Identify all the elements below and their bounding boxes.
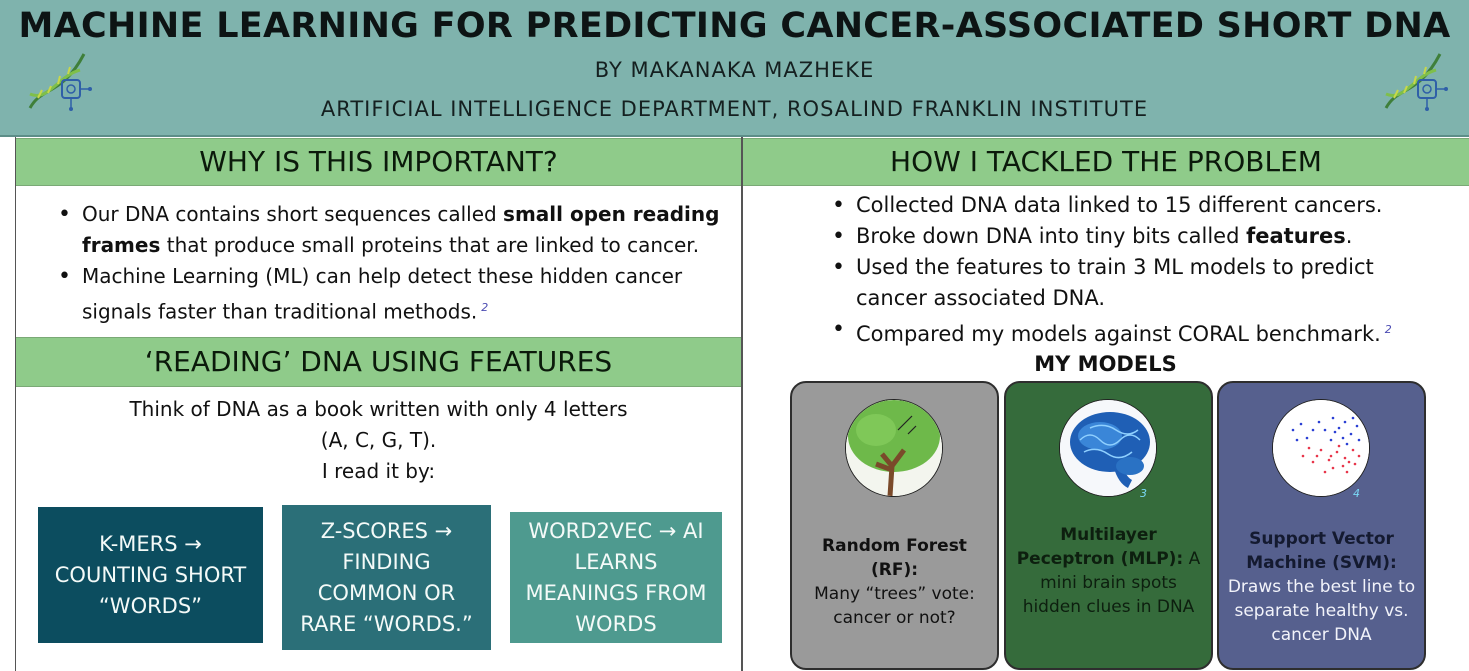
why-bullet-list: Our DNA contains short sequences called … [56,199,736,328]
svm-desc: Draws the best line to separate healthy … [1227,577,1416,645]
left-panel-border [15,137,16,671]
svm-image [1272,399,1370,497]
poster-author: BY MAKANAKA MAZHEKE [594,58,875,82]
tackled-bullet-2-bold: features [1246,224,1346,248]
why-bullet-1: Our DNA contains short sequences called … [56,199,736,261]
tackled-bullet-list: Collected DNA data linked to 15 differen… [830,190,1430,350]
tree-icon [846,400,942,496]
why-bullet-2: Machine Learning (ML) can help detect th… [56,261,736,328]
mlp-card: 3 Multilayer Peceptron (MLP): A mini bra… [1004,381,1213,670]
dna-logo-icon [1384,53,1448,111]
rf-card: Random Forest (RF): Many “trees” vote: c… [790,381,999,670]
why-bullet-2-text: Machine Learning (ML) can help detect th… [82,264,683,324]
mlp-desc: A mini brain spots hidden clues in DNA [1022,549,1201,617]
tackled-bullet-3: Used the features to train 3 ML models t… [830,252,1430,314]
tackled-bullet-4-text: Compared my models against CORAL benchma… [856,322,1381,346]
word2vec-text: WORD2VEC → AI LEARNS MEANINGS FROM WORDS [525,518,707,636]
why-bullet-1-bold: small open reading frames [82,202,720,257]
kmers-box: K-MERS → COUNTING SHORT “WORDS” [38,507,263,643]
reading-heading: ‘READING’ DNA USING FEATURES [16,337,741,387]
poster-department: ARTIFICIAL INTELLIGENCE DEPARTMENT, ROSA… [320,97,1149,121]
tackled-heading: HOW I TACKLED THE PROBLEM [743,138,1469,186]
poster-header: MACHINE LEARNING FOR PREDICTING CANCER-A… [0,0,1469,137]
citation-ref: 2 [481,301,489,314]
tackled-bullet-2-text: Broke down DNA into tiny bits called [856,224,1247,248]
why-bullet-1-end: that produce small proteins that are lin… [160,233,700,257]
svm-text: Support Vector Machine (SVM): Draws the … [1225,527,1418,647]
mlp-text: Multilayer Peceptron (MLP): A mini brain… [1012,523,1205,619]
dna-logo-icon [28,53,92,111]
svm-name: Support Vector Machine (SVM): [1246,529,1397,573]
word2vec-box: WORD2VEC → AI LEARNS MEANINGS FROM WORDS [510,512,722,643]
scatter-plot-icon [1273,400,1369,496]
rf-text: Random Forest (RF): Many “trees” vote: c… [798,534,991,630]
reading-intro-line-3: I read it by: [321,459,436,483]
mlp-image [1059,399,1157,497]
why-heading: WHY IS THIS IMPORTANT? [16,138,741,186]
models-title: MY MODELS [1034,352,1177,376]
center-divider [741,137,743,671]
kmers-text: K-MERS → COUNTING SHORT “WORDS” [54,531,247,618]
why-heading-text: WHY IS THIS IMPORTANT? [199,145,558,178]
brain-icon [1060,400,1156,496]
tackled-bullet-4: Compared my models against CORAL benchma… [830,314,1430,350]
tackled-bullet-1: Collected DNA data linked to 15 differen… [830,190,1430,221]
poster-title: MACHINE LEARNING FOR PREDICTING CANCER-A… [18,6,1451,46]
reading-intro-line-2: (A, C, G, T). [320,428,437,452]
rf-desc: Many “trees” vote: cancer or not? [814,584,975,628]
tackled-bullet-2: Broke down DNA into tiny bits called fea… [830,221,1430,252]
reading-heading-text: ‘READING’ DNA USING FEATURES [144,345,613,378]
citation-ref: 3 [1140,487,1147,500]
tackled-bullet-2-end: . [1345,224,1353,248]
why-bullet-1-text: Our DNA contains short sequences called [82,202,504,226]
rf-name: Random Forest (RF): [822,536,967,580]
tackled-bullet-3-text: Used the features to train 3 ML models t… [856,255,1374,310]
svm-card: 4 Support Vector Machine (SVM): Draws th… [1217,381,1426,670]
zscores-text: Z-SCORES → FINDING COMMON OR RARE “WORDS… [300,518,473,636]
tackled-bullet-1-text: Collected DNA data linked to 15 differen… [856,193,1383,217]
citation-ref: 4 [1353,487,1360,500]
citation-ref: 2 [1384,323,1392,336]
reading-intro-line-1: Think of DNA as a book written with only… [129,397,628,421]
rf-image [845,399,943,497]
reading-intro: Think of DNA as a book written with only… [16,394,741,487]
mlp-name: Multilayer Peceptron (MLP): [1016,525,1184,569]
zscores-box: Z-SCORES → FINDING COMMON OR RARE “WORDS… [282,505,491,650]
tackled-heading-text: HOW I TACKLED THE PROBLEM [890,145,1322,178]
